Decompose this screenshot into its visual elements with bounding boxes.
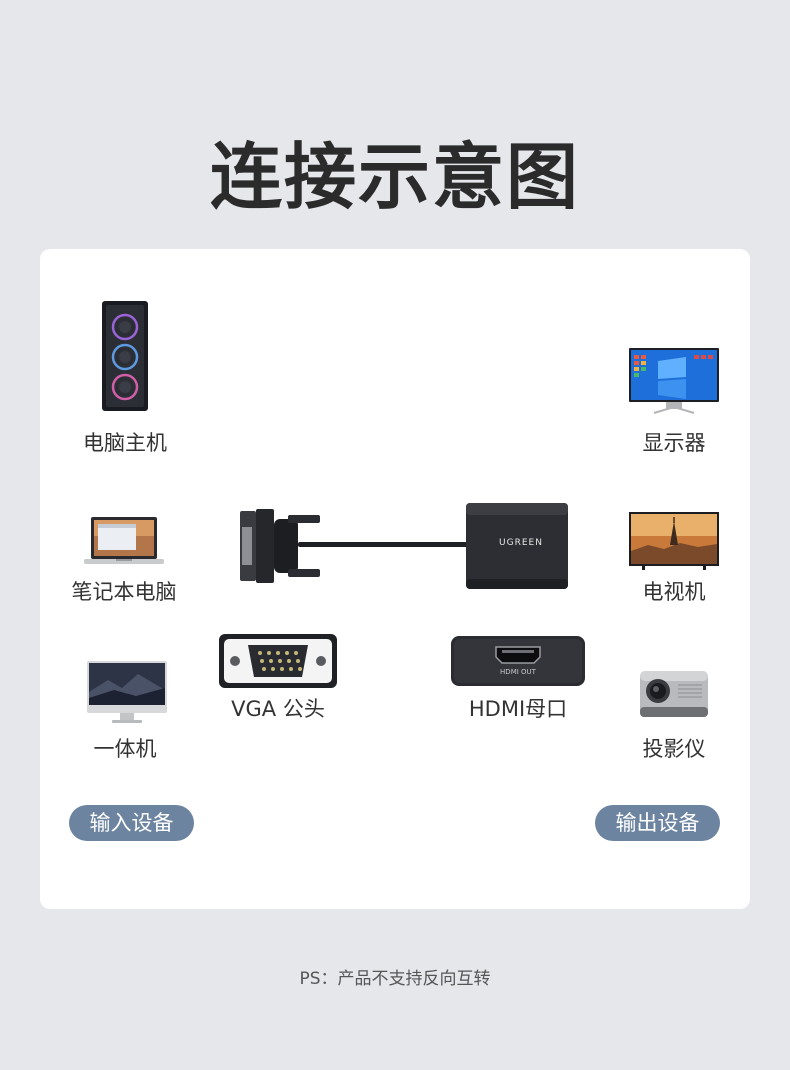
laptop-label: 笔记本电脑 — [62, 576, 186, 606]
adapter-brand-logo: UGREEN — [499, 538, 543, 548]
vga-port-icon — [218, 633, 338, 689]
monitor-icon — [628, 347, 720, 415]
laptop-icon — [82, 515, 166, 567]
tv-label: 电视机 — [619, 576, 729, 606]
all-in-one-icon — [86, 660, 168, 724]
desktop-tower-icon — [100, 299, 152, 413]
hdmi-port-text: HDMI OUT — [486, 668, 550, 676]
desktop-label: 电脑主机 — [70, 427, 180, 457]
projector-label: 投影仪 — [619, 733, 729, 763]
output-devices-badge: 输出设备 — [595, 805, 720, 841]
diagram-card: 电脑主机 笔记本电脑 一体机 输入设备 UGR — [40, 249, 750, 909]
vga-label: VGA 公头 — [218, 693, 338, 723]
footnote: PS：产品不支持反向互转 — [0, 964, 790, 989]
all-in-one-label: 一体机 — [70, 733, 180, 763]
tv-icon — [628, 511, 720, 571]
projector-icon — [638, 667, 710, 721]
hdmi-port-icon — [450, 635, 586, 687]
input-devices-badge: 输入设备 — [69, 805, 194, 841]
hdmi-label: HDMI母口 — [458, 693, 578, 723]
cable-icon — [298, 535, 474, 555]
monitor-label: 显示器 — [619, 427, 729, 457]
